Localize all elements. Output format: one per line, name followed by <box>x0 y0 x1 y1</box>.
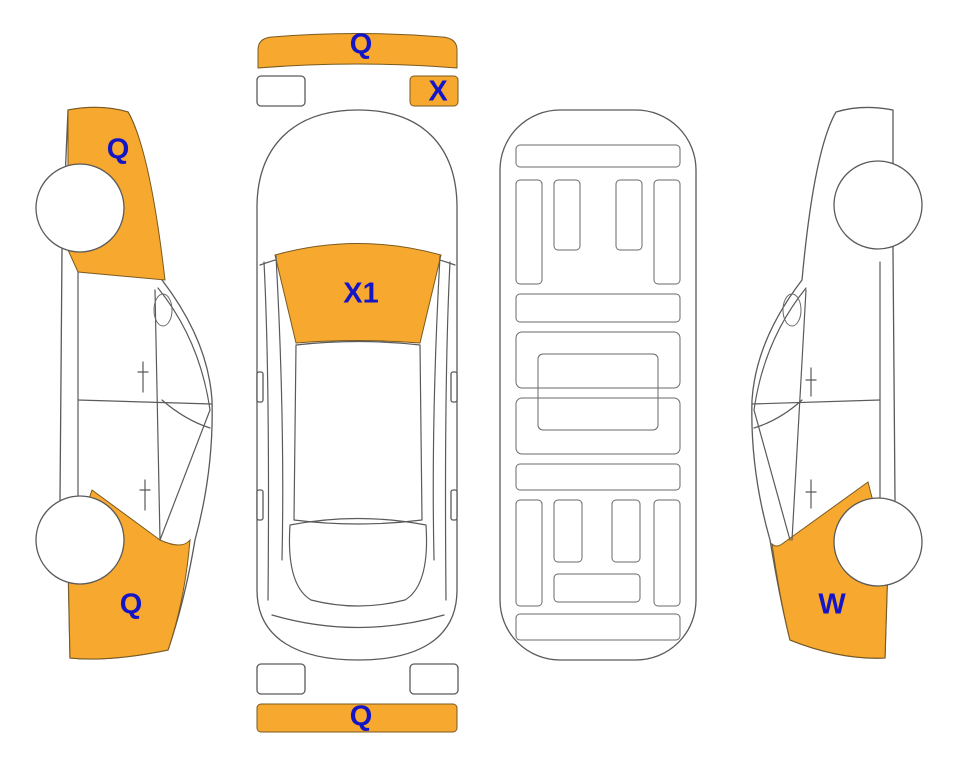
front-right-corner-label: X <box>428 76 448 108</box>
car-left-side-view <box>35 106 213 660</box>
rear-bumper-group <box>256 663 459 733</box>
left-rear-wheel <box>35 495 125 585</box>
front-right-light-damage-area[interactable] <box>409 75 459 107</box>
left-rear-label: Q <box>120 589 143 621</box>
windshield-label: X1 <box>343 278 378 310</box>
rear-bumper-damage-area[interactable] <box>256 703 458 733</box>
car-top-view <box>256 109 458 661</box>
front-bumper-label: Q <box>350 29 373 61</box>
front-bumper-damage-area[interactable] <box>257 33 458 69</box>
car-top-body[interactable] <box>256 109 458 661</box>
car-right-side-view <box>751 106 923 659</box>
rear-bumper-label: Q <box>350 701 373 733</box>
right-rear-wheel <box>833 497 923 587</box>
front-bumper-group <box>256 33 459 107</box>
underbody-outline[interactable] <box>499 109 697 661</box>
left-front-label: Q <box>107 134 130 166</box>
underbody-view <box>499 109 697 661</box>
windshield-damage-area[interactable] <box>274 243 442 344</box>
right-rear-label: W <box>818 589 846 621</box>
rear-right-light[interactable] <box>409 663 459 695</box>
right-front-wheel <box>833 160 923 250</box>
rear-left-light[interactable] <box>256 663 306 695</box>
front-left-light[interactable] <box>256 75 306 107</box>
left-front-wheel <box>35 163 125 253</box>
